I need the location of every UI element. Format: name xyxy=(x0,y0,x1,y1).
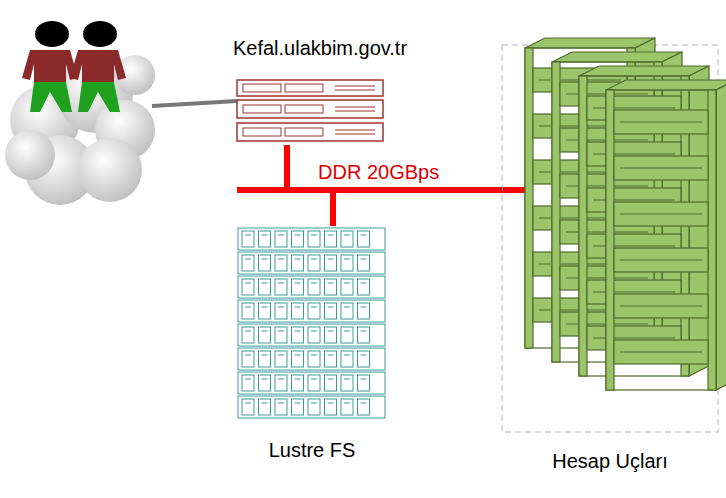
bus-line xyxy=(333,190,502,226)
compute-boundary xyxy=(502,45,718,432)
bus-label: DDR 20GBps xyxy=(318,160,439,184)
user-icon xyxy=(22,21,78,112)
bus-stub xyxy=(500,187,527,193)
compute-node: Hesap Uçları xyxy=(502,45,718,473)
user-icon xyxy=(70,21,126,112)
server-node: Kefal.ulakbim.gov.tr xyxy=(212,36,428,145)
bus-line xyxy=(287,145,502,190)
rack-pile xyxy=(525,38,726,390)
server-stack xyxy=(237,80,383,141)
user-link xyxy=(152,101,237,106)
storage-node: Lustre FS xyxy=(237,226,387,462)
node-label: Hesap Uçları xyxy=(552,449,668,473)
bus-line xyxy=(287,145,333,226)
disk-array xyxy=(238,228,385,418)
node-label: Lustre FS xyxy=(269,438,356,462)
bus-stub xyxy=(237,187,290,193)
node-label: Kefal.ulakbim.gov.tr xyxy=(233,36,407,60)
